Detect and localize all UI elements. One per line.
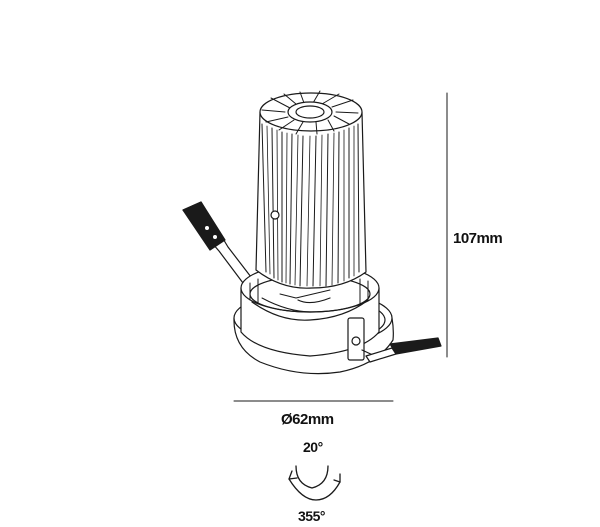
tilt-angle-label: 20° — [303, 439, 323, 455]
height-label: 107mm — [453, 230, 503, 247]
dimension-lines — [233, 92, 448, 402]
heatsink — [255, 90, 367, 289]
right-spring-clip — [361, 337, 442, 363]
left-spring-clip — [182, 201, 252, 284]
tilt-screw — [347, 317, 365, 361]
rotation-angle-label: 355° — [298, 508, 325, 524]
diameter-label: Ø62mm — [281, 411, 334, 428]
rotation-arrow-icon — [288, 465, 341, 501]
